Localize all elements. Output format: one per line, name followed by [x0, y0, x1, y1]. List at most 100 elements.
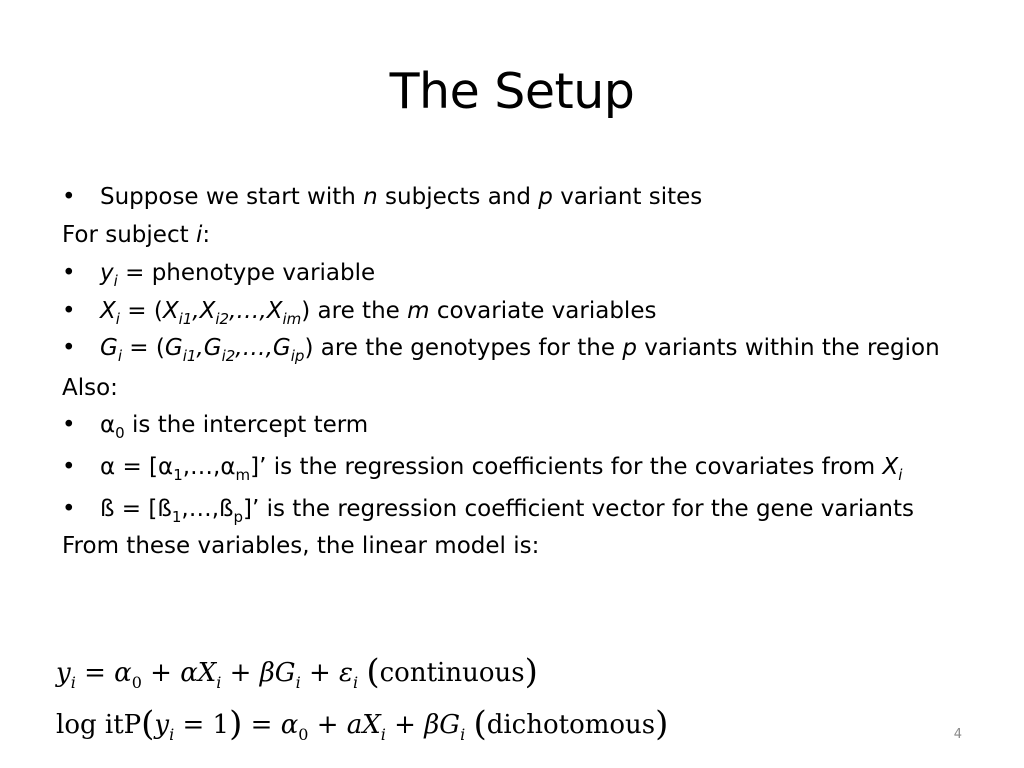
subscript: i [169, 725, 175, 744]
var-n: n [363, 184, 378, 210]
model-label: continuous [379, 658, 525, 688]
subscript: 0 [298, 725, 309, 744]
subscript: p [233, 508, 244, 526]
bullet-covariates: Xi = (Xi1,Xi2,…,Xim) are the m covariate… [62, 296, 962, 328]
text: = ( [119, 298, 163, 324]
bullet-phenotype: yi = phenotype variable [62, 258, 962, 290]
subscript: i [216, 673, 222, 692]
text: covariate variables [429, 298, 657, 324]
subscript: i [70, 673, 76, 692]
bullet-intercept: α0 is the intercept term [62, 410, 962, 442]
subscript: 0 [115, 424, 125, 442]
text: , [192, 298, 200, 324]
var-x: X [362, 710, 381, 740]
subscript: i1 [182, 347, 197, 365]
equation-continuous: yi = α0 + αXi + βGi + εi (continuous) [56, 655, 538, 691]
logit-text: log itP [56, 710, 142, 740]
subscript: i [898, 466, 903, 484]
text: = [242, 710, 281, 740]
text: is the intercept term [124, 412, 369, 438]
text: : [202, 222, 211, 248]
var-i: i [195, 222, 203, 248]
var-x: X [266, 298, 283, 324]
var-g: G [272, 335, 291, 361]
text: variant sites [552, 184, 703, 210]
text: = 1 [174, 710, 230, 740]
var-g: G [439, 710, 461, 740]
subscript: i2 [215, 310, 230, 328]
var-x: X [100, 298, 116, 324]
var-g: G [274, 658, 296, 688]
subscript: i [113, 272, 118, 290]
bullet-beta: ß = [ß1,…,ßp]’ is the regression coeffic… [62, 494, 962, 526]
right-paren: ) [524, 652, 538, 692]
var-p: p [622, 335, 637, 361]
text: = [75, 658, 115, 688]
var-y: y [100, 260, 114, 286]
text: + β [221, 658, 275, 688]
subscript: i2 [221, 347, 236, 365]
text: + β [385, 710, 440, 740]
subscript: i [352, 673, 359, 692]
text: ]’ is the regression coefficient vector … [243, 496, 914, 522]
left-paren: ( [473, 704, 487, 744]
subscript: im [282, 310, 302, 328]
subscript: i [460, 725, 466, 744]
text: Suppose we start with [100, 184, 364, 210]
alpha-symbol: α [114, 658, 132, 688]
bullet-subjects: Suppose we start with n subjects and p v… [62, 182, 962, 212]
bullet-genotypes: Gi = (Gi1,Gi2,…,Gip) are the genotypes f… [62, 333, 962, 365]
text: For subject [62, 222, 196, 248]
text: , [196, 335, 204, 361]
text: α = [α [100, 454, 174, 480]
subscript: 1 [173, 466, 183, 484]
text: + ε [300, 658, 353, 688]
bullet-alpha: α = [α1,…,αm]’ is the regression coeffic… [62, 452, 962, 484]
text: + α [141, 658, 198, 688]
var-x: X [199, 298, 216, 324]
var-y: y [56, 658, 71, 688]
text: = ( [122, 335, 165, 361]
text: ,…,α [182, 454, 236, 480]
var-a: a [346, 710, 363, 740]
page-number: 4 [953, 727, 962, 742]
subscript: i [380, 725, 386, 744]
for-subject-label: For subject i: [62, 220, 962, 250]
var-g: G [203, 335, 222, 361]
slide-body: Suppose we start with n subjects and p v… [62, 180, 962, 561]
alpha-symbol: α [280, 710, 299, 740]
subscript: 0 [131, 673, 142, 692]
subscript: m [235, 466, 251, 484]
var-p: p [538, 184, 553, 210]
var-x: X [162, 298, 179, 324]
text: α [100, 412, 116, 438]
also-label: Also: [62, 375, 118, 401]
text: ,…,ß [181, 496, 234, 522]
text: ) are the [301, 298, 408, 324]
left-paren: ( [141, 704, 155, 744]
text: ]’ is the regression coefficients for th… [250, 454, 883, 480]
subscript: ip [290, 347, 305, 365]
text: ,…, [235, 335, 273, 361]
equation-dichotomous: log itP(yi = 1) = α0 + aXi + βGi (dichot… [56, 707, 668, 743]
var-g: G [164, 335, 183, 361]
text: + [308, 710, 347, 740]
var-g: G [100, 335, 118, 361]
subscript: i [117, 347, 122, 365]
left-paren: ( [366, 652, 380, 692]
right-paren: ) [229, 704, 243, 744]
text: subjects and [377, 184, 539, 210]
model-label: dichotomous [486, 710, 656, 740]
slide-title: The Setup [389, 63, 635, 120]
var-y: y [154, 710, 170, 740]
text: = phenotype variable [117, 260, 376, 286]
text: variants within the region [636, 335, 940, 361]
subscript: 1 [171, 508, 182, 526]
right-paren: ) [655, 704, 669, 744]
subscript: i1 [178, 310, 193, 328]
text: ß = [ß [100, 496, 172, 522]
text: ) are the genotypes for the [304, 335, 623, 361]
var-x: X [197, 658, 217, 688]
var-m: m [407, 298, 430, 324]
var-x: X [882, 454, 899, 480]
